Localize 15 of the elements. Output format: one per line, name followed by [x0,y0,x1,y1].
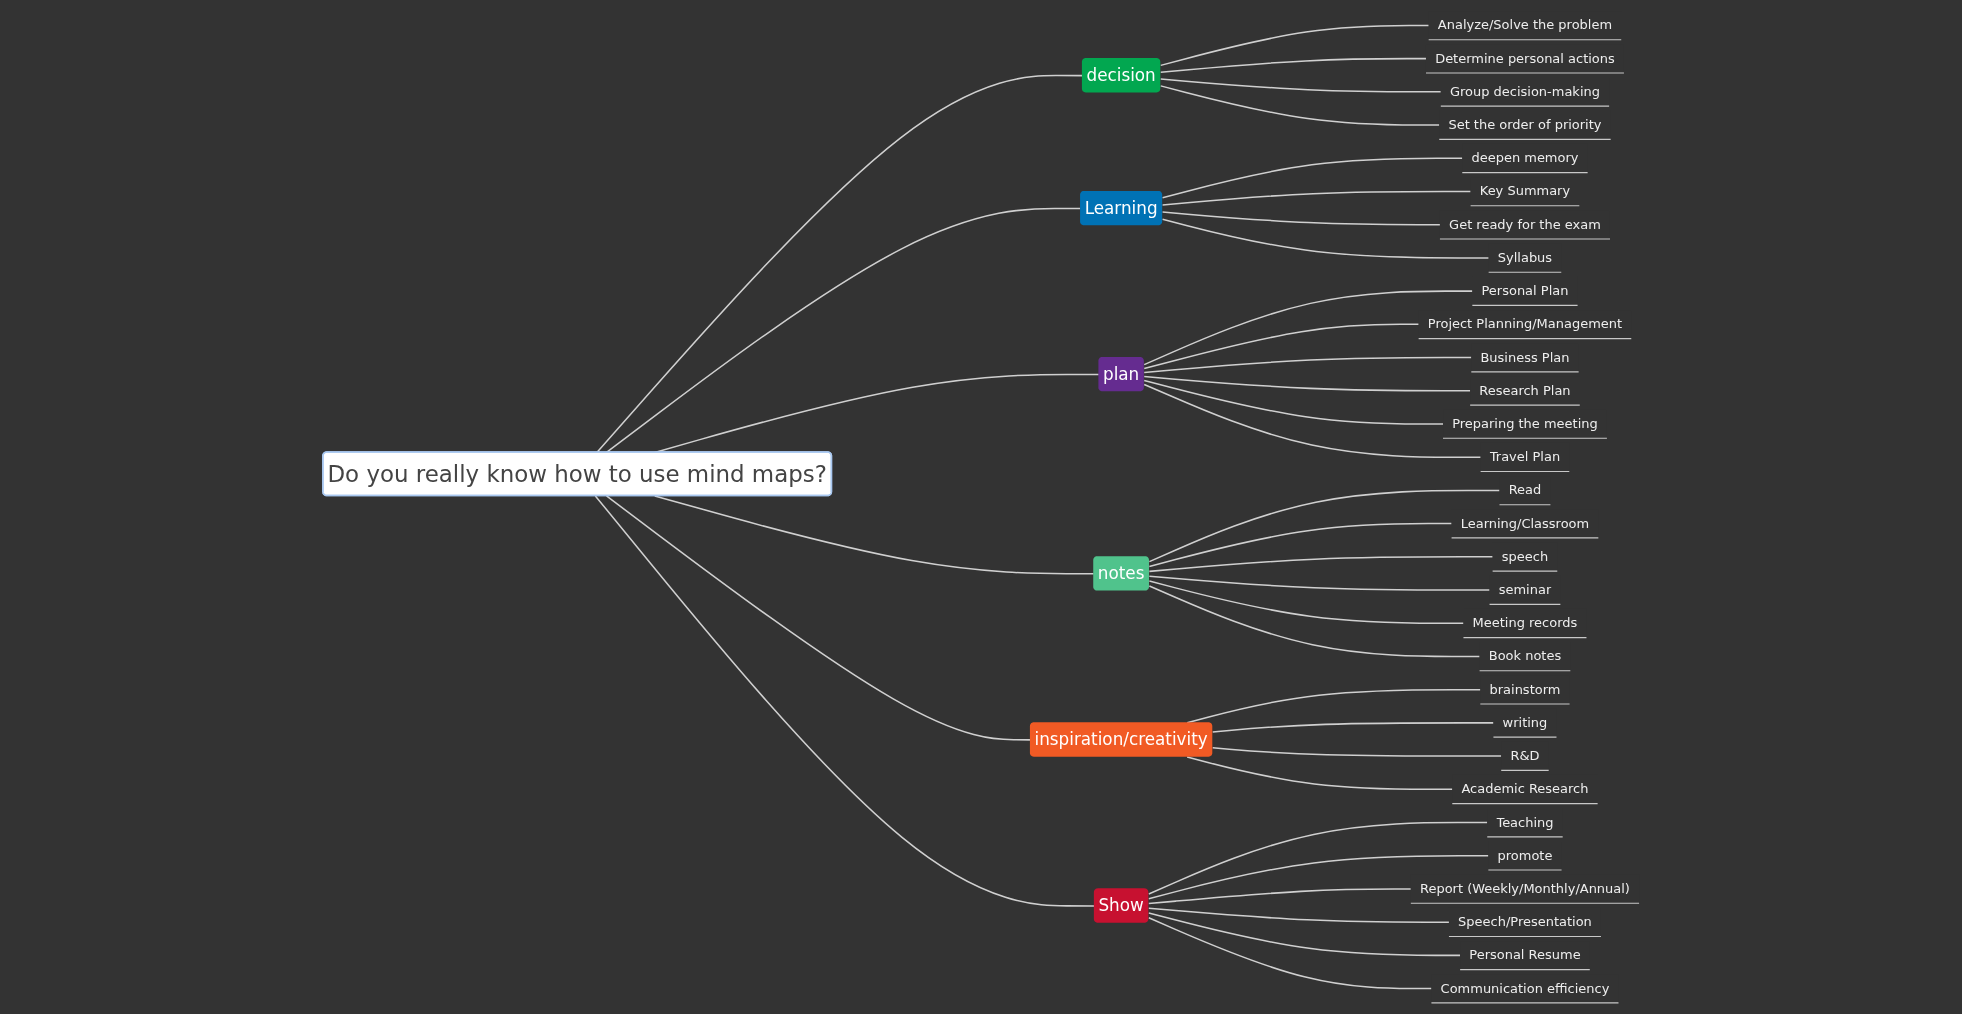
connector [653,495,1095,575]
node-box: notes [1093,556,1149,591]
node-box: Show [1093,888,1149,923]
connector [1211,747,1502,757]
node-box: inspiration/creativity [1029,722,1213,757]
connector [594,495,1095,907]
connector [1147,821,1488,895]
node-box: plan [1098,356,1144,392]
node-box: Learning [1080,190,1163,226]
connector [1143,375,1471,392]
node-box: decision [1081,58,1161,93]
connector [1143,379,1444,425]
connector [605,207,1082,454]
connector [1159,85,1440,126]
connector [1147,912,1461,957]
